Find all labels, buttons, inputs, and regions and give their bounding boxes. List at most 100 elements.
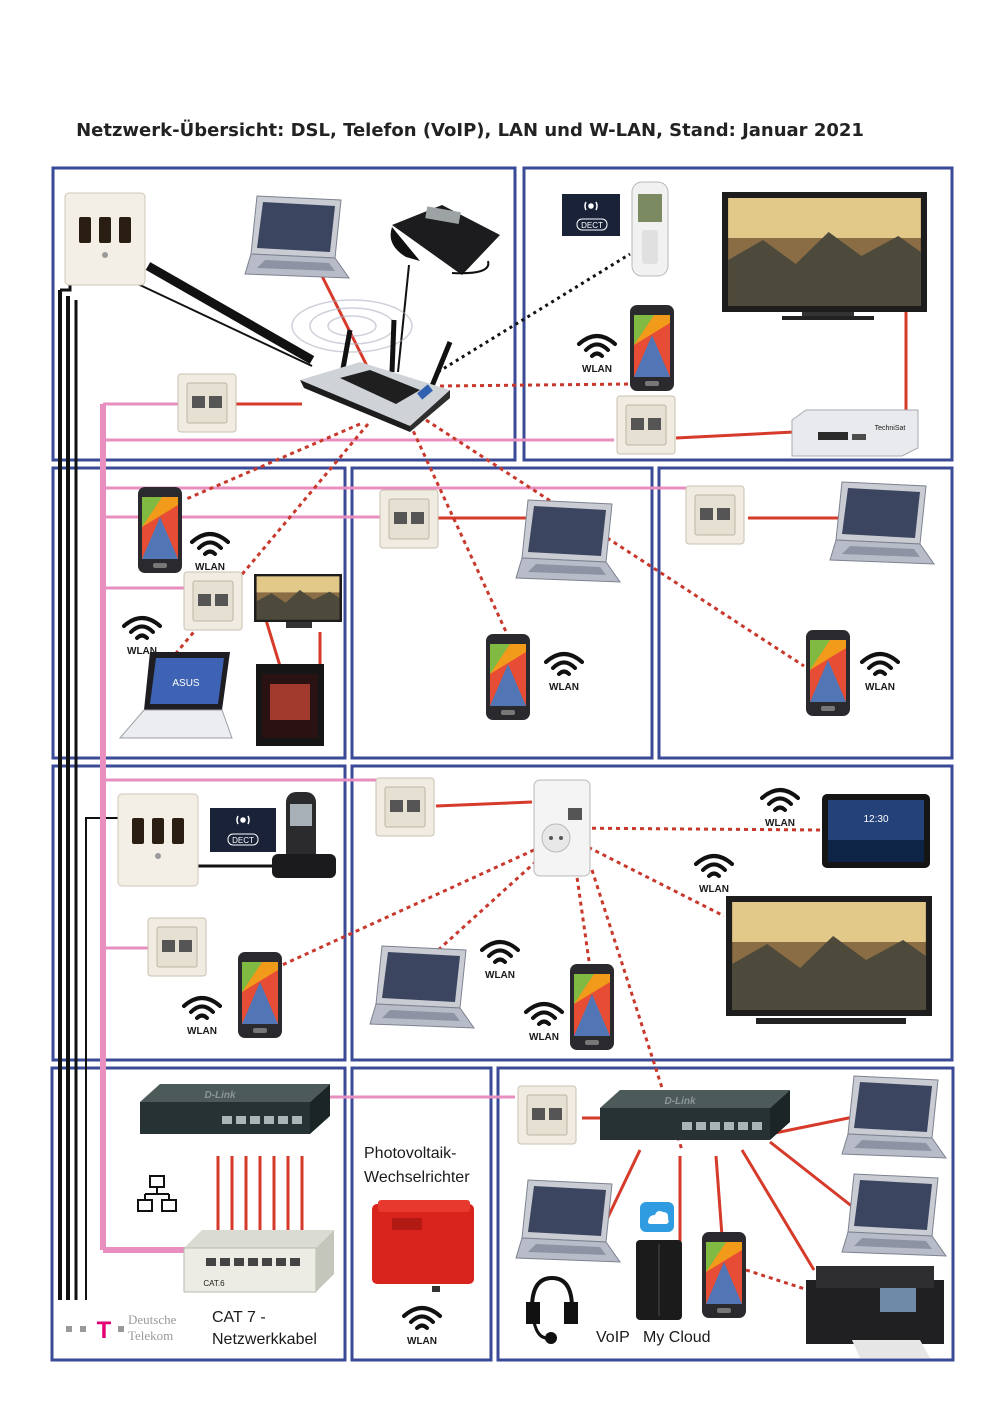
svg-text:WLAN: WLAN bbox=[407, 1336, 437, 1347]
receiver-icon: TechniSat bbox=[791, 409, 919, 457]
pc-tower-icon bbox=[256, 664, 324, 746]
desk-phone-icon bbox=[390, 205, 500, 275]
wlan-icon: WLAN bbox=[544, 652, 584, 693]
tv-icon bbox=[722, 192, 927, 320]
svg-text:WLAN: WLAN bbox=[529, 1032, 559, 1043]
smartphone-icon bbox=[238, 952, 282, 1038]
svg-text:Deutsche: Deutsche bbox=[128, 1312, 177, 1327]
nas-icon bbox=[636, 1240, 682, 1320]
lan-socket-icon bbox=[379, 489, 439, 549]
lan-socket-icon bbox=[147, 917, 207, 977]
laptop-icon bbox=[244, 195, 350, 279]
printer-icon bbox=[806, 1266, 944, 1358]
smartphone-icon bbox=[486, 634, 530, 720]
dect-badge: DECT bbox=[562, 194, 620, 236]
svg-text:D-Link: D-Link bbox=[204, 1090, 236, 1101]
tae-socket-icon bbox=[117, 793, 199, 887]
frame-floor-left bbox=[51, 764, 347, 1062]
svg-text:12:30: 12:30 bbox=[863, 814, 888, 825]
dect-badge: DECT bbox=[210, 808, 276, 852]
svg-text:WLAN: WLAN bbox=[549, 682, 579, 693]
wlan-icon: WLAN bbox=[190, 532, 230, 573]
wlan-icon: WLAN bbox=[182, 996, 222, 1037]
frame-room-3 bbox=[657, 466, 954, 760]
laptop-icon bbox=[515, 499, 621, 583]
smartphone-icon bbox=[138, 487, 182, 573]
router-icon bbox=[300, 319, 453, 432]
svg-text:T: T bbox=[97, 1317, 112, 1344]
dect-phone-icon bbox=[631, 181, 669, 277]
cat-label-1: CAT 7 - bbox=[212, 1309, 266, 1326]
telekom-logo: T Deutsche Telekom bbox=[66, 1312, 177, 1344]
my-cloud-label: My Cloud bbox=[643, 1329, 711, 1346]
svg-text:DECT: DECT bbox=[581, 221, 603, 230]
smartphone-icon bbox=[630, 305, 674, 391]
voip-label: VoIP bbox=[596, 1329, 630, 1346]
lan-socket-icon bbox=[177, 373, 237, 433]
laptop-icon bbox=[841, 1173, 947, 1257]
switch-icon: D-Link bbox=[140, 1084, 330, 1134]
powerline-adapter-icon bbox=[533, 779, 591, 877]
svg-text:D-Link: D-Link bbox=[664, 1096, 696, 1107]
svg-text:WLAN: WLAN bbox=[127, 646, 157, 657]
patch-panel-icon: CAT.6 bbox=[183, 1230, 334, 1293]
smartphone-icon bbox=[806, 630, 850, 716]
lan-socket-icon bbox=[616, 395, 676, 455]
svg-text:WLAN: WLAN bbox=[865, 682, 895, 693]
frame-top-right bbox=[522, 166, 954, 462]
smartphone-icon bbox=[702, 1232, 746, 1318]
laptop-icon bbox=[515, 1179, 621, 1263]
frame-basement-2 bbox=[350, 1066, 493, 1362]
lan-socket-icon bbox=[183, 571, 243, 631]
lan-socket-icon bbox=[375, 777, 435, 837]
inverter-icon bbox=[372, 1200, 474, 1292]
dect-phone-icon bbox=[272, 792, 336, 878]
switch-icon: D-Link bbox=[600, 1090, 790, 1140]
headset-icon bbox=[526, 1275, 578, 1344]
wlan-icon: WLAN bbox=[860, 652, 900, 693]
wlan-icon: WLAN bbox=[760, 788, 800, 829]
svg-text:TechniSat: TechniSat bbox=[875, 425, 906, 432]
frame-room-1 bbox=[51, 466, 347, 760]
wlan-links bbox=[170, 382, 821, 1292]
laptop-icon: ASUS bbox=[118, 652, 233, 739]
pv-label-1: Photovoltaik- bbox=[364, 1145, 457, 1162]
wlan-icon: WLAN bbox=[524, 1002, 564, 1043]
tv-icon bbox=[254, 574, 342, 628]
wlan-icon: WLAN bbox=[480, 940, 520, 981]
svg-text:WLAN: WLAN bbox=[582, 364, 612, 375]
svg-text:Telekom: Telekom bbox=[128, 1328, 173, 1343]
laptop-icon bbox=[369, 945, 475, 1029]
dect-link bbox=[437, 252, 631, 374]
lan-socket-icon bbox=[685, 485, 745, 545]
laptop-icon bbox=[841, 1075, 947, 1159]
tablet-icon: 12:30 bbox=[822, 794, 930, 868]
wlan-icon: WLAN bbox=[577, 334, 617, 375]
lan-socket-icon bbox=[517, 1085, 577, 1145]
tae-socket-icon bbox=[64, 192, 146, 286]
network-icon bbox=[137, 1175, 177, 1212]
laptop-icon bbox=[829, 481, 935, 565]
wlan-icon: WLAN bbox=[122, 616, 162, 657]
cat-label-2: Netzwerkkabel bbox=[212, 1331, 317, 1348]
backbone-cables bbox=[100, 402, 686, 1253]
frame-top-left bbox=[51, 166, 517, 462]
svg-text:WLAN: WLAN bbox=[195, 562, 225, 573]
page-title: Netzwerk-Übersicht: DSL, Telefon (VoIP),… bbox=[76, 120, 864, 141]
wlan-icon: WLAN bbox=[402, 1306, 442, 1347]
pv-label-2: Wechselrichter bbox=[364, 1169, 470, 1186]
svg-text:ASUS: ASUS bbox=[172, 678, 200, 689]
frame-floor-right bbox=[350, 764, 954, 1062]
smartphone-icon bbox=[570, 964, 614, 1050]
cloud-icon bbox=[640, 1202, 674, 1232]
svg-text:WLAN: WLAN bbox=[187, 1026, 217, 1037]
frame-basement-1 bbox=[50, 1066, 347, 1362]
svg-text:WLAN: WLAN bbox=[485, 970, 515, 981]
svg-text:CAT.6: CAT.6 bbox=[203, 1279, 225, 1288]
wlan-icon: WLAN bbox=[694, 854, 734, 895]
svg-text:DECT: DECT bbox=[232, 836, 254, 845]
svg-text:WLAN: WLAN bbox=[699, 884, 729, 895]
frame-basement-3 bbox=[496, 1066, 955, 1362]
tv-icon bbox=[726, 896, 932, 1024]
